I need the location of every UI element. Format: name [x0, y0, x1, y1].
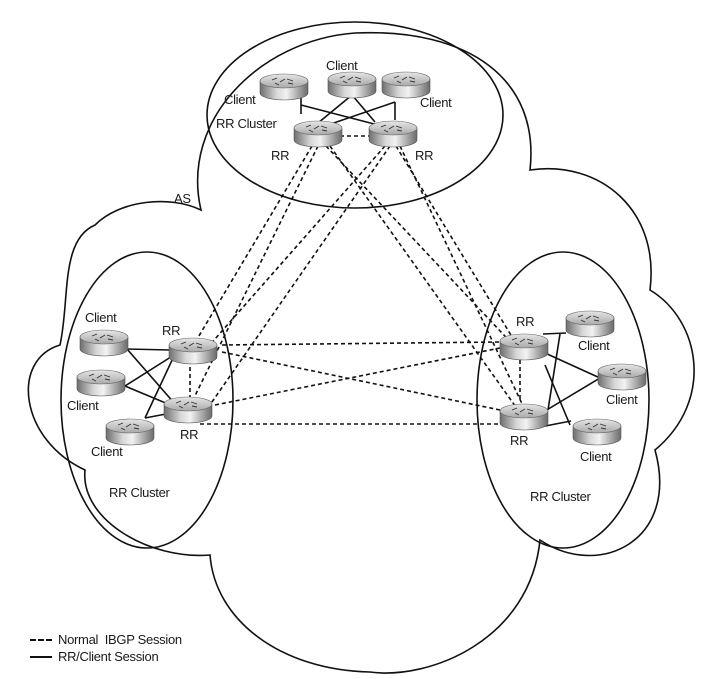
router-client: [597, 363, 647, 391]
left-client-label: Client: [91, 444, 123, 459]
ibgp-sessions: [186, 135, 526, 425]
right-cluster-ellipse: [476, 251, 650, 549]
top-cluster-label: RR Cluster: [216, 116, 278, 131]
ibgp-session: [399, 145, 526, 411]
left-client-label: Client: [67, 398, 99, 413]
left-cluster-label: RR Cluster: [109, 485, 171, 500]
as-label: AS: [174, 191, 191, 206]
legend-label: Normal IBGP Session: [58, 632, 182, 647]
rr-client-session: [317, 94, 353, 124]
top-rr-label: RR: [415, 148, 433, 163]
legend-item-ibgp: Normal IBGP Session: [30, 631, 182, 648]
legend-label: RR/Client Session: [58, 649, 159, 664]
router-client: [327, 71, 377, 99]
ibgp-session: [186, 145, 319, 413]
rr-client-sessions: [124, 94, 601, 428]
rr-client-session: [124, 354, 175, 387]
legend: Normal IBGP Session RR/Client Session: [30, 631, 182, 665]
router-rr: [293, 120, 343, 148]
rr-client-session: [542, 332, 567, 335]
rr-client-session: [126, 348, 171, 351]
ibgp-session: [221, 351, 501, 411]
right-client-label: Client: [606, 392, 638, 407]
rr-client-session: [126, 348, 176, 405]
top-cluster-ellipse: [206, 21, 504, 209]
ibgp-session: [186, 145, 313, 357]
as-cloud-outline: [27, 31, 695, 674]
router-client: [259, 73, 309, 101]
top-client-label: Client: [224, 92, 256, 107]
router-rr: [368, 120, 418, 148]
ibgp-session: [204, 145, 391, 413]
top-client-label: Client: [326, 58, 358, 73]
router-rr: [499, 403, 549, 431]
left-rr-label: RR: [180, 427, 198, 442]
right-cluster-label: RR Cluster: [530, 489, 592, 504]
left-client-label: Client: [85, 310, 117, 325]
right-rr-label: RR: [516, 314, 534, 329]
ibgp-session: [221, 341, 501, 346]
router-client: [105, 418, 155, 446]
right-rr-label: RR: [510, 433, 528, 448]
top-rr-label: RR: [271, 148, 289, 163]
router-client: [565, 310, 615, 338]
ibgp-session: [325, 145, 519, 351]
right-client-label: Client: [578, 338, 610, 353]
left-rr-label: RR: [162, 323, 180, 338]
top-client-label: Client: [420, 95, 452, 110]
left-cluster-ellipse: [60, 251, 234, 549]
right-client-label: Client: [580, 449, 612, 464]
legend-item-rr-client: RR/Client Session: [30, 648, 182, 665]
router-client: [79, 329, 129, 357]
ibgp-session: [329, 145, 519, 411]
router-client: [76, 369, 126, 397]
rr-client-session: [300, 104, 379, 126]
router-rr: [499, 333, 549, 361]
ibgp-session: [395, 145, 521, 351]
rr-client-session: [351, 94, 376, 123]
solid-line-swatch: [30, 655, 52, 658]
router-rr: [168, 337, 218, 365]
rr-client-session: [124, 385, 169, 405]
rr-client-session: [544, 352, 601, 379]
ibgp-session: [199, 145, 386, 357]
rr-client-session: [544, 364, 571, 426]
rr-client-session: [547, 333, 561, 411]
rr-client-session: [144, 355, 175, 419]
dashed-line-swatch: [30, 638, 52, 641]
rr-client-session: [144, 413, 167, 419]
ibgp-session: [214, 347, 501, 406]
router-client: [572, 418, 622, 446]
router-rr: [163, 396, 213, 424]
rr-client-session: [544, 377, 601, 412]
